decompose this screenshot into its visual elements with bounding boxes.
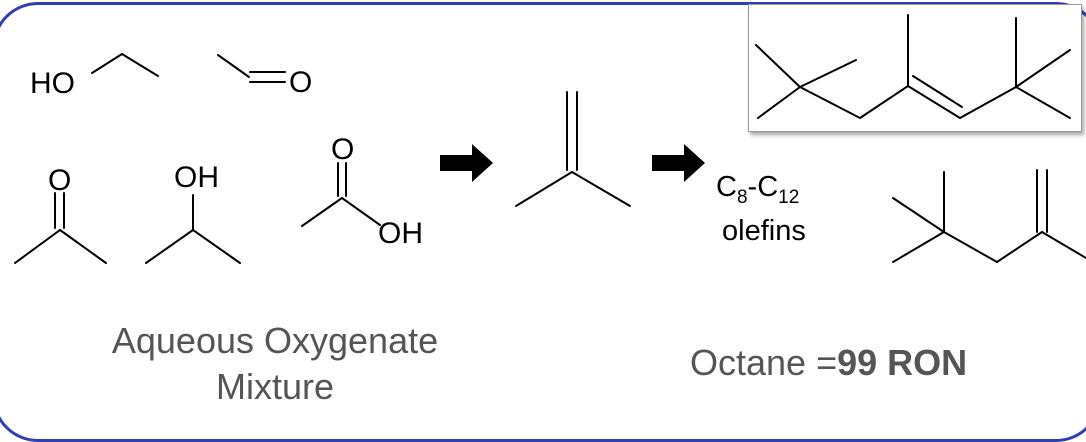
acetone-structure (14, 192, 107, 264)
acetaldehyde-o-label: O (289, 66, 312, 99)
octane-prefix: Octane = (690, 342, 838, 383)
acetic-o-label: O (331, 133, 354, 166)
acetic-oh-label: OH (378, 217, 423, 250)
carbon-range-label: C8-C12 (716, 171, 799, 208)
octane-value: 99 RON (837, 342, 968, 383)
mixture-caption: Aqueous Oxygenate Mixture (20, 318, 530, 410)
c12-olefin-structure (755, 14, 1071, 119)
highlight-inset-box (748, 4, 1082, 132)
olefins-label: olefins (722, 215, 806, 247)
isopropanol-structure (145, 194, 241, 264)
isobutylene-structure (515, 91, 631, 207)
arrow-right-icon (440, 144, 493, 182)
octane-caption: Octane =99 RON (690, 340, 1080, 386)
mixture-caption-line2: Mixture (215, 366, 335, 407)
acetic-acid-structure (301, 162, 381, 227)
acetaldehyde-structure (217, 54, 286, 83)
arrow-right-icon (652, 144, 705, 182)
ethanol-structure (91, 53, 159, 77)
reaction-scheme: HO O O OH O OH C8-C12 olefins (14, 14, 1086, 264)
acetone-o-label: O (48, 164, 71, 197)
c8-olefin-structure (892, 169, 1086, 263)
mixture-caption-line1: Aqueous Oxygenate (111, 320, 439, 361)
ethanol-oh-label: HO (30, 67, 75, 100)
isopropanol-oh-label: OH (174, 161, 219, 194)
